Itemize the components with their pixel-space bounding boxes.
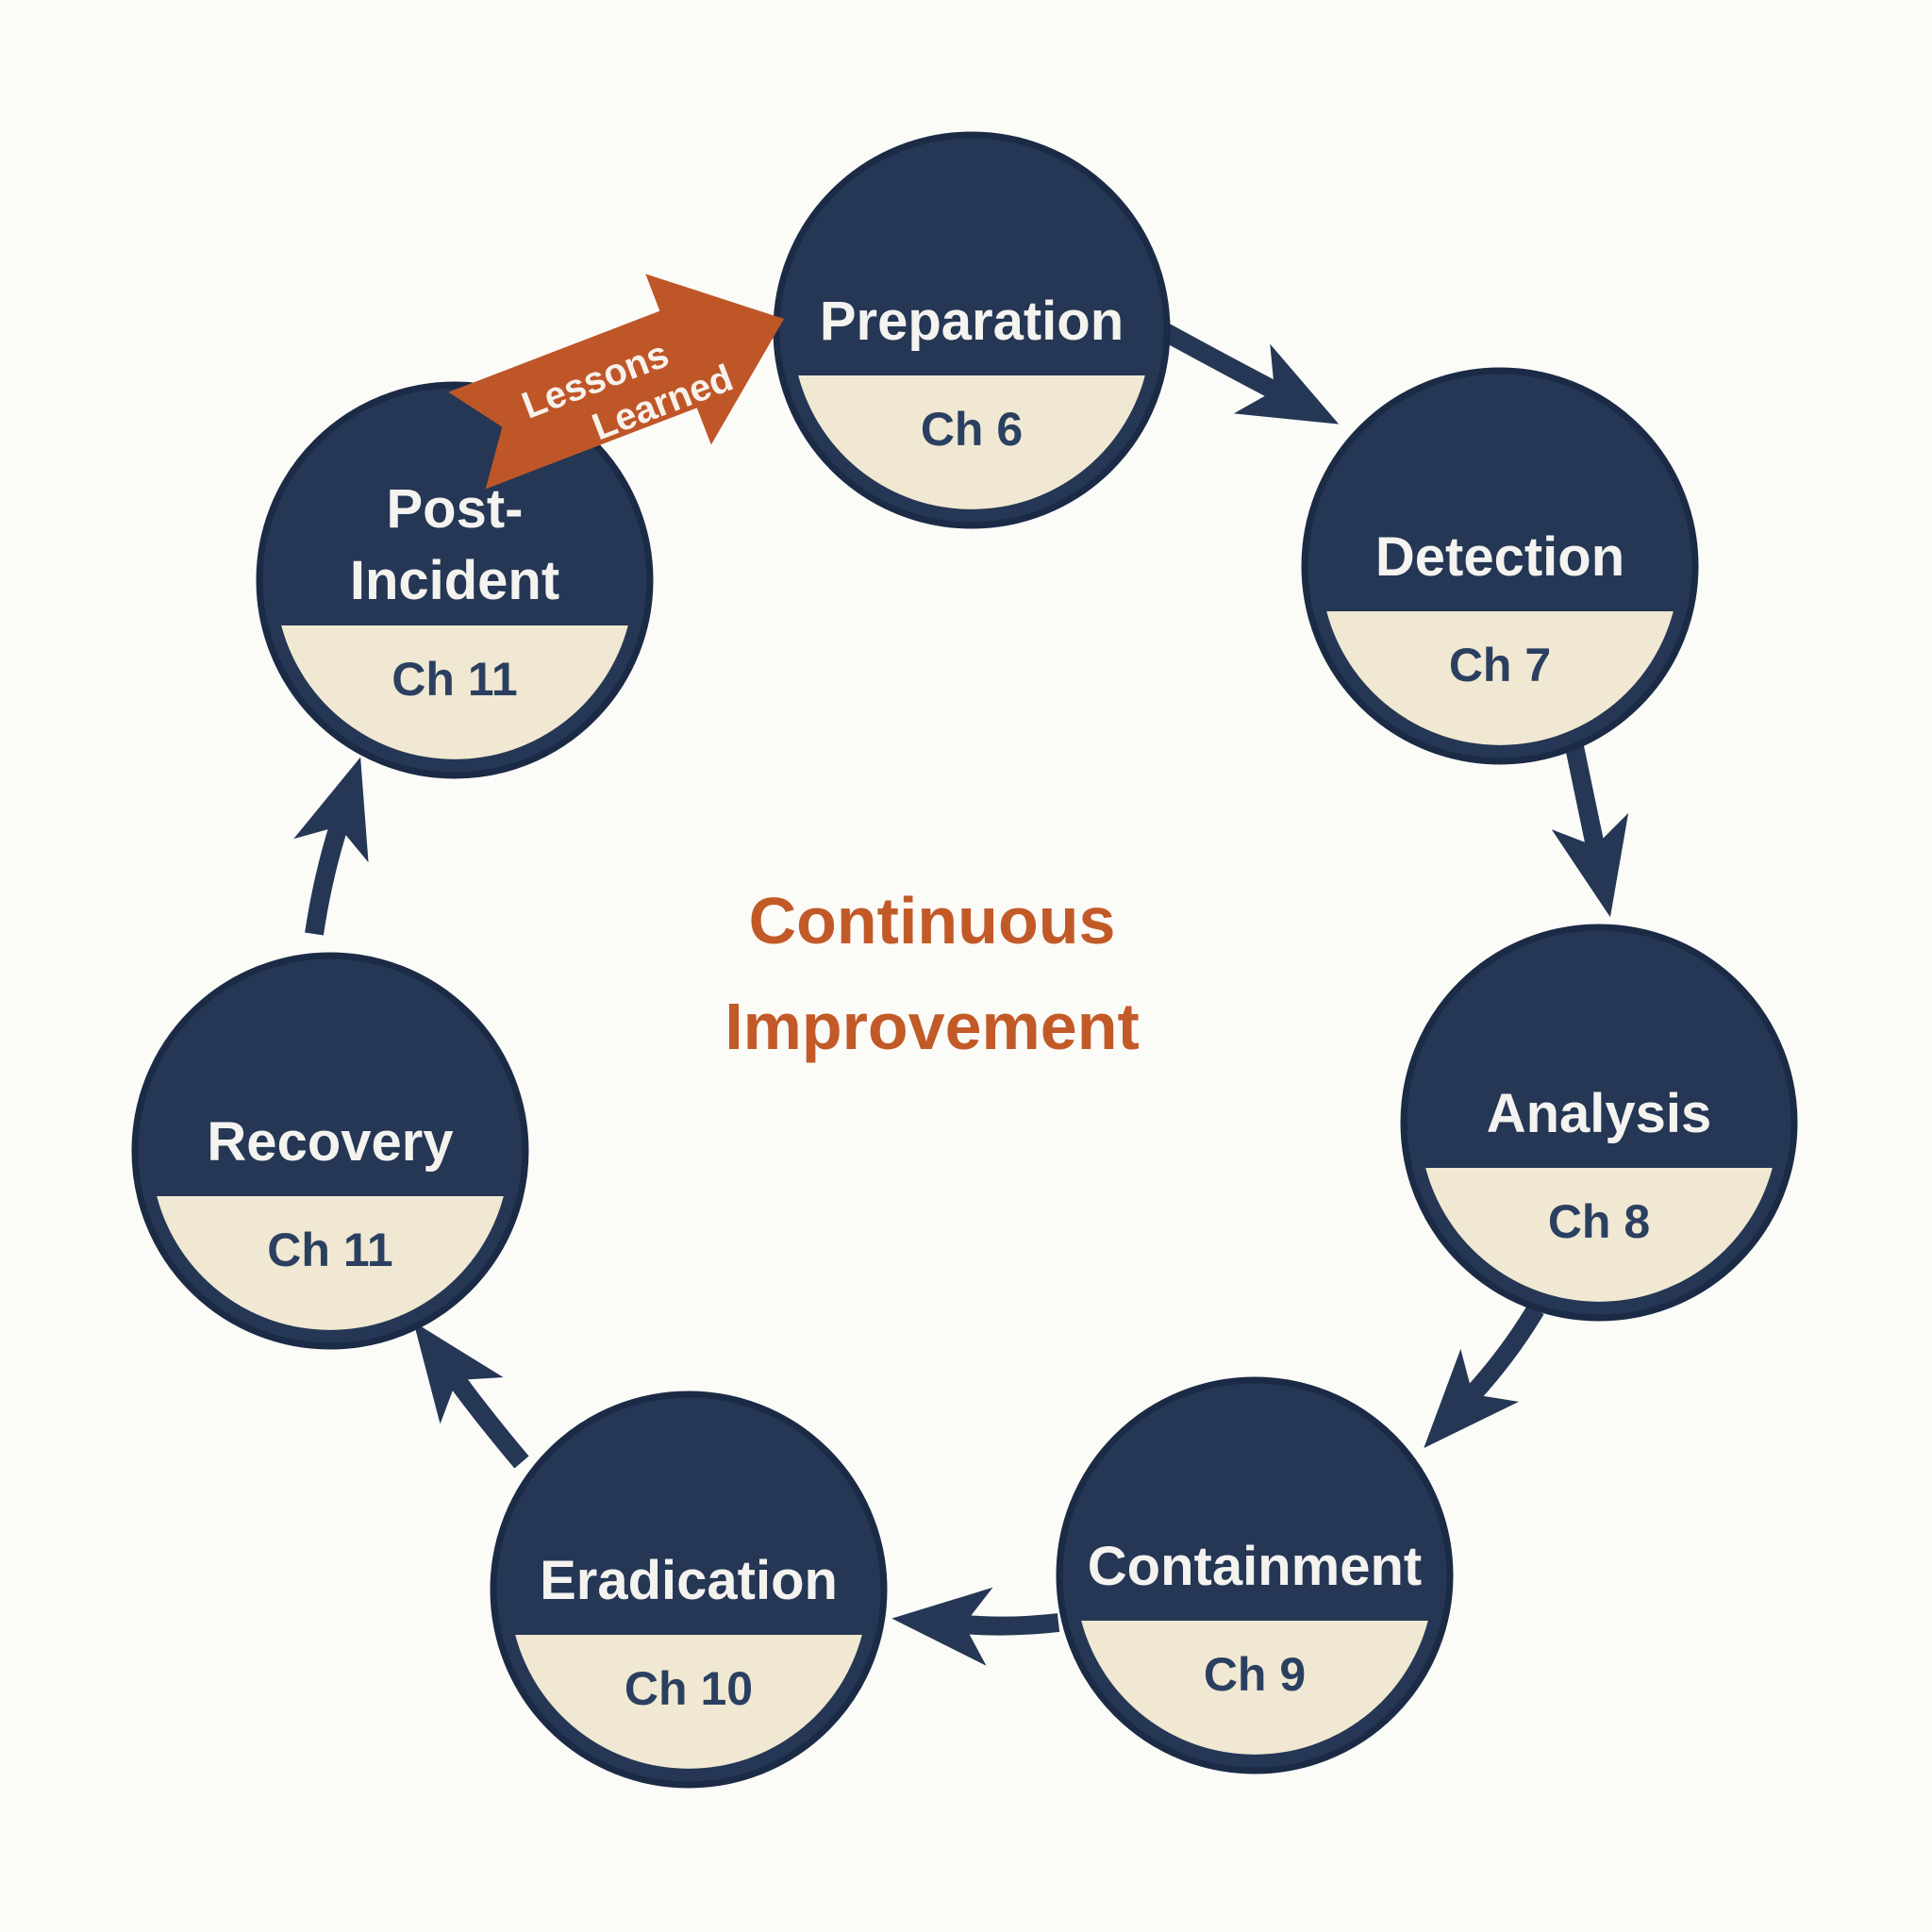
stage-chapter: Ch 6 (921, 403, 1023, 456)
flow-arrows (293, 320, 1629, 1666)
center-caption-line1: Continuous (749, 884, 1116, 958)
stage-node-post-incident: Post- Incident Ch 11 (256, 381, 654, 779)
stage-node-analysis: Analysis Ch 8 (1400, 924, 1798, 1322)
stage-chapter-band (281, 625, 628, 759)
stage-chapter-band (515, 1635, 862, 1769)
arrow-recovery-to-postincident (293, 757, 369, 936)
stage-node-eradication: Eradication Ch 10 (490, 1391, 888, 1789)
lessons-learned-ribbon: Lessons Learned (448, 274, 785, 490)
stage-chapter-band (1425, 1168, 1773, 1302)
stage-label: Analysis (1487, 1083, 1712, 1144)
arrow-containment-to-eradication (891, 1587, 1060, 1666)
stage-node-recovery: Recovery Ch 11 (131, 952, 529, 1350)
stage-label: Containment (1088, 1536, 1422, 1597)
stage-node-preparation: Preparation Ch 6 (773, 131, 1171, 529)
stage-label: Eradication (540, 1550, 838, 1611)
stage-chapter: Ch 7 (1449, 639, 1551, 691)
stage-chapter-band (798, 375, 1145, 509)
stage-chapter: Ch 8 (1548, 1195, 1650, 1248)
arrow-analysis-to-containment (1424, 1304, 1544, 1449)
center-caption-line2: Improvement (724, 990, 1140, 1063)
center-caption: Continuous Improvement (724, 884, 1140, 1063)
stage-label-line2: Incident (350, 550, 559, 611)
stage-node-detection: Detection Ch 7 (1301, 367, 1699, 765)
stage-label: Detection (1375, 526, 1624, 588)
stage-chapter-band (1326, 611, 1674, 745)
stage-chapter-band (1081, 1621, 1428, 1755)
stage-chapter: Ch 10 (625, 1662, 753, 1715)
lessons-learned-arrow-icon (448, 274, 785, 490)
stage-chapter-band (157, 1196, 504, 1330)
arrow-eradication-to-recovery (413, 1322, 529, 1469)
stage-label: Recovery (207, 1111, 453, 1173)
arrow-detection-to-analysis (1551, 735, 1629, 918)
stage-label: Preparation (820, 291, 1124, 352)
stage-chapter: Ch 11 (391, 653, 517, 706)
stage-node-containment: Containment Ch 9 (1056, 1376, 1454, 1774)
stage-chapter: Ch 11 (267, 1224, 392, 1276)
stage-label-line1: Post- (387, 478, 524, 540)
arrow-preparation-to-detection (1154, 320, 1340, 425)
stage-chapter: Ch 9 (1204, 1648, 1306, 1701)
